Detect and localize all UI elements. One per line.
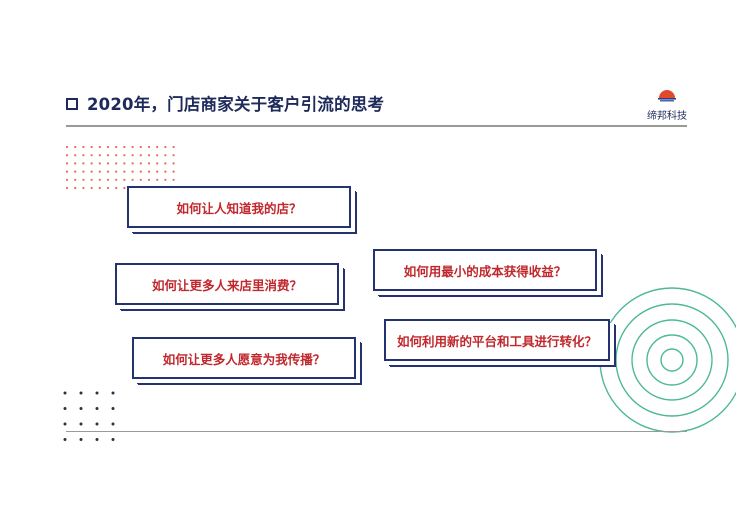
question-card-1: 如何让人知道我的店？ [127, 186, 351, 228]
question-text: 如何让人知道我的店？ [176, 200, 302, 216]
question-card-3: 如何让更多人愿意为我传播？ [132, 337, 356, 379]
logo-wordmark: 缔邦科技 [647, 111, 687, 122]
question-card-5: 如何利用新的平台和工具进行转化？ [384, 319, 610, 361]
page-title: 2020年，门店商家关于客户引流的思考 [87, 95, 385, 114]
company-logo: 缔邦科技 [643, 88, 691, 122]
bottom-divider [66, 431, 687, 432]
question-text: 如何用最小的成本获得收益？ [403, 263, 567, 279]
concentric-circles-decoration [599, 287, 736, 433]
title-divider [66, 125, 687, 127]
question-card-2: 如何让更多人来店里消费？ [115, 263, 339, 305]
navy-dot-grid [63, 391, 115, 441]
title-bullet-icon [66, 98, 78, 110]
question-text: 如何让更多人来店里消费？ [151, 277, 302, 293]
logo-sun-icon [658, 90, 676, 102]
question-text: 如何让更多人愿意为我传播？ [162, 351, 326, 367]
red-dot-grid [65, 145, 175, 190]
question-text: 如何利用新的平台和工具进行转化？ [396, 333, 597, 349]
question-card-4: 如何用最小的成本获得收益？ [373, 249, 597, 291]
